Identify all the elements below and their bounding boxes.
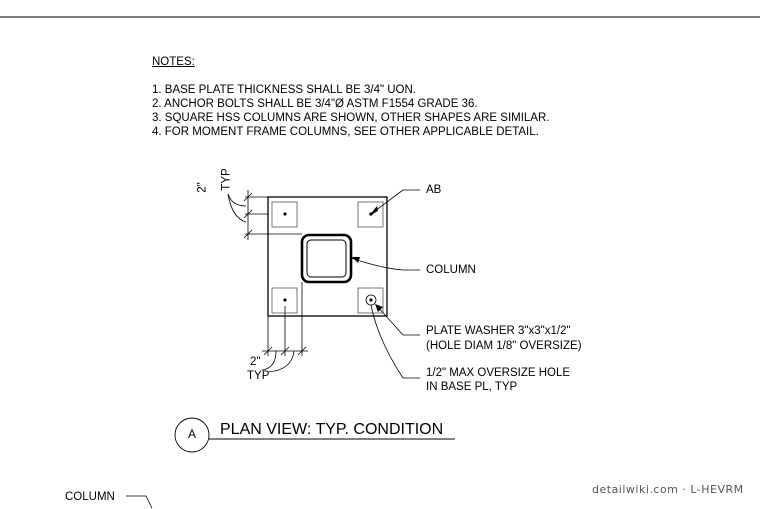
anchor-bolt-top-left	[271, 201, 298, 228]
anchor-bolt-bottom-left	[271, 287, 298, 314]
base-plate	[267, 196, 388, 317]
callout-ab: AB	[426, 184, 442, 196]
leader-bottom-column	[126, 495, 153, 509]
detail-title: PLAN VIEW: TYP. CONDITION	[220, 421, 444, 438]
bottom-column-label: COLUMN	[65, 491, 115, 503]
dim-bottom-typ: TYP	[247, 370, 270, 382]
note-item-3: 3. SQUARE HSS COLUMNS ARE SHOWN, OTHER S…	[152, 112, 550, 124]
leader-washer-arrow	[375, 304, 383, 312]
callout-washer-line1: PLATE WASHER 3"x3"x1/2"	[426, 325, 571, 337]
dimension-top-left	[227, 190, 302, 240]
leader-column	[350, 257, 420, 271]
callout-hole-line1: 1/2" MAX OVERSIZE HOLE	[426, 367, 571, 379]
detail-marker-circle	[174, 417, 210, 453]
callout-hole-line2: IN BASE PL, TYP	[426, 381, 518, 393]
callout-column: COLUMN	[426, 264, 476, 276]
leader-column-arrow	[352, 257, 360, 263]
note-item-4: 4. FOR MOMENT FRAME COLUMNS, SEE OTHER A…	[152, 126, 539, 138]
notes-heading: NOTES:	[152, 56, 195, 68]
leader-oversize-hole	[370, 304, 420, 379]
hss-column-inner	[306, 239, 347, 278]
dim-top-typ: TYP	[220, 168, 233, 191]
footer-watermark: detailwiki.com · L-HEVRM	[592, 483, 744, 496]
callout-washer-line2: (HOLE DIAM 1/8" OVERSIZE)	[426, 340, 582, 352]
note-item-1: 1. BASE PLATE THICKNESS SHALL BE 3/4" UO…	[152, 84, 416, 96]
leader-washer	[376, 305, 420, 336]
note-item-2: 2. ANCHOR BOLTS SHALL BE 3/4"Ø ASTM F155…	[152, 98, 478, 110]
dim-bottom-value: 2"	[250, 356, 261, 368]
detail-marker-letter: A	[187, 427, 196, 441]
leader-ab-arrow	[369, 206, 378, 216]
dimension-bottom	[261, 282, 308, 373]
hss-column-outer	[300, 233, 353, 284]
dim-top-value: 2"	[196, 182, 209, 193]
